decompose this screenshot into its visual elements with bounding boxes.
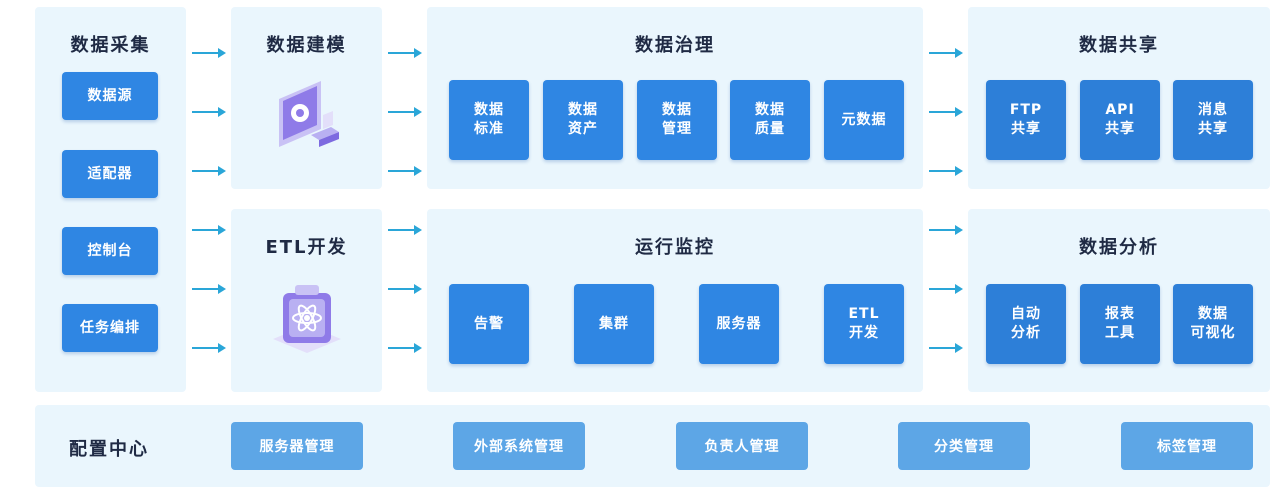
arrow-icon (929, 166, 963, 176)
atom-cube-icon (273, 285, 341, 353)
monitoring-item-etl[interactable]: ETL 开发 (824, 284, 904, 364)
arrow-icon (388, 48, 422, 58)
config-item-category-management[interactable]: 分类管理 (898, 422, 1030, 470)
config-center-title: 配置中心 (69, 439, 149, 460)
data-governance-title: 数据治理 (635, 35, 715, 56)
monitoring-item-server[interactable]: 服务器 (699, 284, 779, 364)
monitoring-item-cluster[interactable]: 集群 (574, 284, 654, 364)
data-modeling-title: 数据建模 (266, 35, 347, 56)
arrow-icon (192, 107, 226, 117)
arrow-icon (388, 284, 422, 294)
governance-item-standard[interactable]: 数据 标准 (449, 80, 529, 160)
sharing-item-message[interactable]: 消息 共享 (1173, 80, 1253, 160)
arrow-icon (192, 284, 226, 294)
arrow-icon (388, 343, 422, 353)
sharing-item-api[interactable]: API 共享 (1080, 80, 1160, 160)
data-governance-panel: 数据治理 数据 标准 数据 资产 数据 管理 数据 质量 元数据 (427, 7, 923, 189)
data-modeling-panel: 数据建模 (231, 7, 382, 189)
arrow-icon (192, 48, 226, 58)
monitoring-title: 运行监控 (635, 237, 715, 258)
data-sharing-title: 数据共享 (1079, 35, 1159, 56)
gear-monitor-icon (279, 81, 339, 147)
arrow-icon (192, 343, 226, 353)
governance-item-management[interactable]: 数据 管理 (637, 80, 717, 160)
collection-item-task-orchestration[interactable]: 任务编排 (62, 304, 158, 352)
config-item-owner-management[interactable]: 负责人管理 (676, 422, 808, 470)
arrow-icon (388, 225, 422, 235)
arrow-icon (192, 166, 226, 176)
collection-item-console[interactable]: 控制台 (62, 227, 158, 275)
governance-item-quality[interactable]: 数据 质量 (730, 80, 810, 160)
arrow-icon (929, 284, 963, 294)
config-item-external-system-management[interactable]: 外部系统管理 (453, 422, 585, 470)
data-analysis-title: 数据分析 (1079, 237, 1159, 258)
monitoring-panel: 运行监控 告警 集群 服务器 ETL 开发 (427, 209, 923, 392)
analysis-item-auto[interactable]: 自动 分析 (986, 284, 1066, 364)
etl-panel: ETL开发 (231, 209, 382, 392)
config-item-tag-management[interactable]: 标签管理 (1121, 422, 1253, 470)
governance-item-metadata[interactable]: 元数据 (824, 80, 904, 160)
arrow-icon (929, 225, 963, 235)
data-collection-title: 数据采集 (70, 35, 151, 56)
arrow-icon (929, 343, 963, 353)
arrow-icon (929, 107, 963, 117)
data-collection-panel: 数据采集 数据源 适配器 控制台 任务编排 (35, 7, 186, 392)
collection-item-adapter[interactable]: 适配器 (62, 150, 158, 198)
sharing-item-ftp[interactable]: FTP 共享 (986, 80, 1066, 160)
governance-item-assets[interactable]: 数据 资产 (543, 80, 623, 160)
analysis-item-visualization[interactable]: 数据 可视化 (1173, 284, 1253, 364)
etl-title: ETL开发 (265, 237, 348, 258)
data-sharing-panel: 数据共享 FTP 共享 API 共享 消息 共享 (968, 7, 1270, 189)
arrow-icon (929, 48, 963, 58)
analysis-item-report[interactable]: 报表 工具 (1080, 284, 1160, 364)
data-analysis-panel: 数据分析 自动 分析 报表 工具 数据 可视化 (968, 209, 1270, 392)
arrow-icon (192, 225, 226, 235)
config-center-panel: 配置中心 服务器管理 外部系统管理 负责人管理 分类管理 标签管理 (35, 405, 1270, 487)
arrow-icon (388, 107, 422, 117)
collection-item-datasource[interactable]: 数据源 (62, 72, 158, 120)
config-item-server-management[interactable]: 服务器管理 (231, 422, 363, 470)
arrow-icon (388, 166, 422, 176)
monitoring-item-alert[interactable]: 告警 (449, 284, 529, 364)
